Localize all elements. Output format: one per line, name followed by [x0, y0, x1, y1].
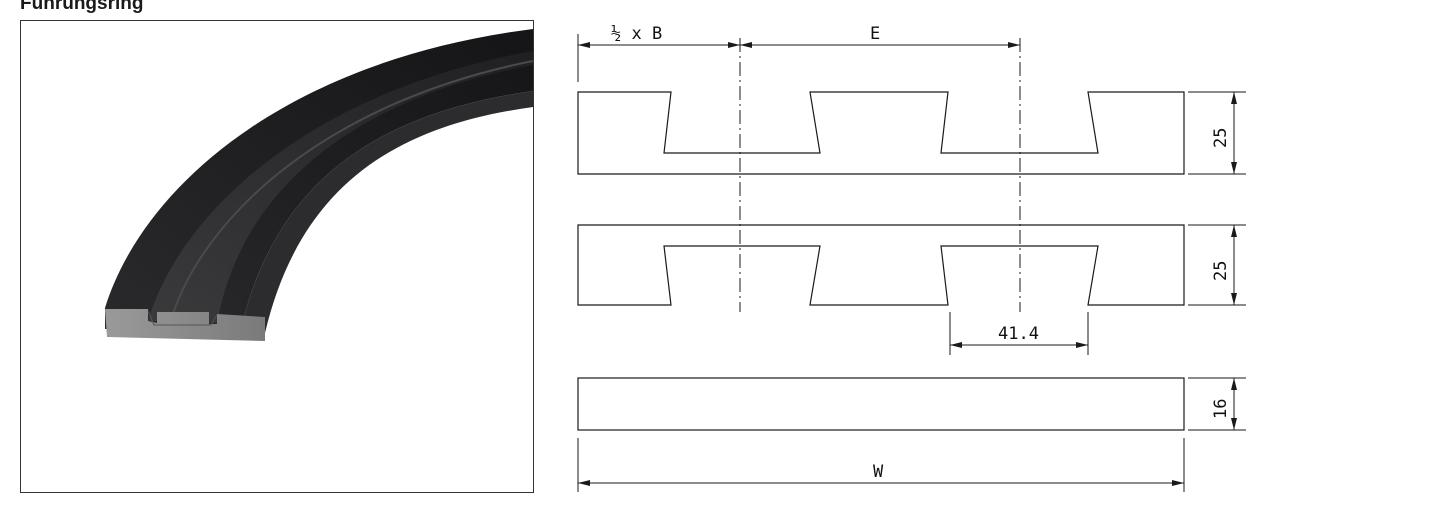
dim-label-half-b: ½ x B [611, 24, 662, 44]
profile-top-outline [577, 91, 1185, 175]
ring-groove [148, 51, 533, 323]
dim-label-width: W [873, 462, 884, 482]
technical-drawing: ½ x B E 25 25 41.4 16 W [577, 24, 1246, 492]
dim-label-groove: 41.4 [998, 324, 1039, 344]
profile-bottom-outline [577, 377, 1185, 431]
profile-middle-outline [577, 224, 1185, 306]
guide-ring-photo [105, 29, 533, 341]
product-photo-frame [20, 20, 534, 493]
section-heading: Führungsring [20, 0, 144, 14]
dim-label-height-bottom: 16 [1211, 399, 1231, 419]
ring-inner-wall [243, 91, 533, 333]
dim-label-height-middle: 25 [1211, 261, 1231, 281]
dim-label-height-top: 25 [1211, 128, 1231, 148]
dim-label-e: E [870, 24, 880, 44]
